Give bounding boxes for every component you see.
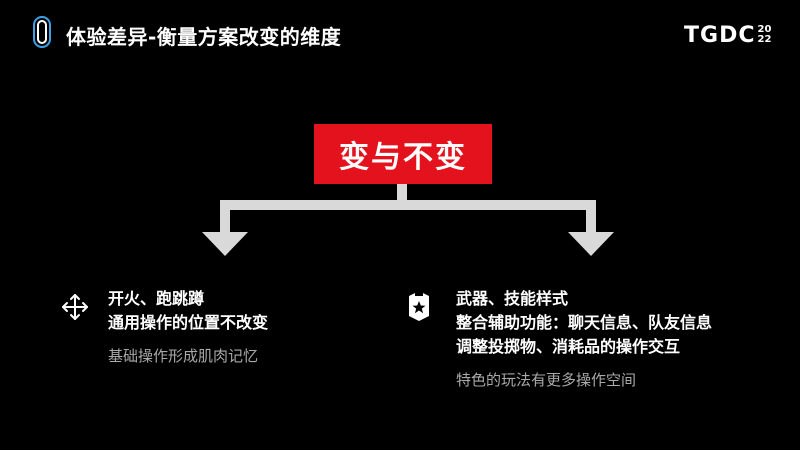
move-arrows-icon — [62, 294, 88, 320]
left-note: 基础操作形成肌肉记忆 — [108, 347, 259, 365]
center-heading: 变与不变 — [339, 140, 467, 175]
right-line-1: 武器、技能样式 — [456, 289, 569, 308]
brand-logo: TGDC 20 22 — [684, 22, 771, 48]
right-line-3: 调整投掷物、消耗品的操作交互 — [456, 337, 681, 356]
left-text-block: 开火、跑跳蹲 通用操作的位置不改变 基础操作形成肌肉记忆 — [108, 287, 268, 367]
brand-year-bottom: 22 — [757, 34, 772, 45]
right-text-block: 武器、技能样式 整合辅助功能：聊天信息、队友信息 调整投掷物、消耗品的操作交互 … — [456, 287, 712, 391]
right-line-2: 整合辅助功能：聊天信息、队友信息 — [456, 313, 713, 332]
left-line-2: 通用操作的位置不改变 — [108, 313, 269, 332]
left-line-1: 开火、跑跳蹲 — [108, 289, 205, 308]
brand-year-top: 20 — [757, 24, 772, 35]
brand-year: 20 22 — [757, 25, 771, 45]
shield-star-icon — [409, 291, 429, 321]
tgdc-logo-icon — [33, 16, 51, 48]
brand-text: TGDC — [684, 22, 756, 48]
center-heading-box: 变与不变 — [314, 124, 492, 184]
right-note: 特色的玩法有更多操作空间 — [456, 371, 637, 389]
page-title: 体验差异-衡量方案改变的维度 — [66, 25, 342, 49]
